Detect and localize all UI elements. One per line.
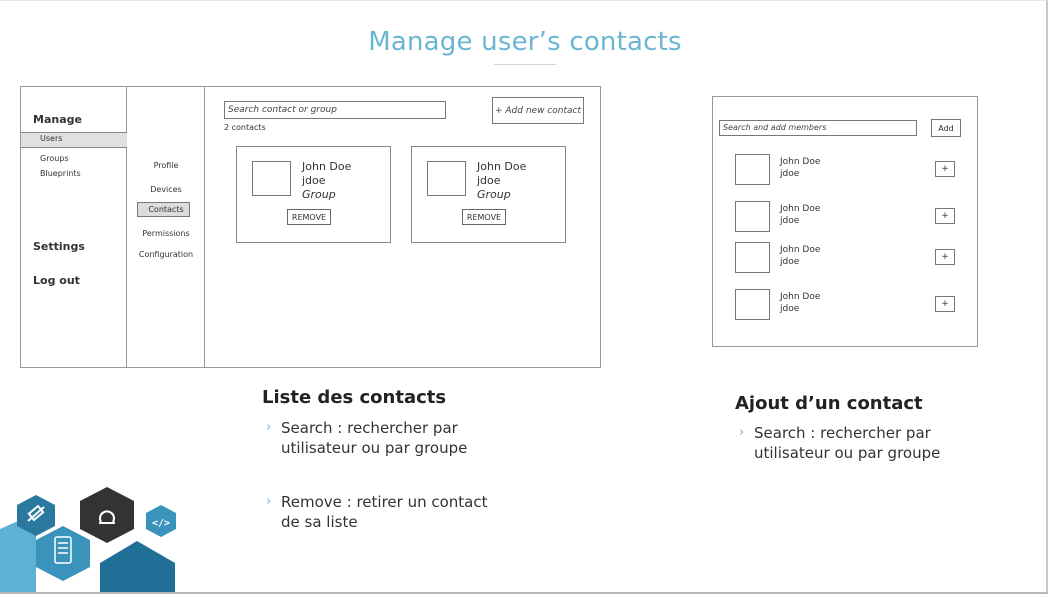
hex-code <box>146 505 176 537</box>
contact-username: jdoe <box>302 174 326 187</box>
search-members-input[interactable]: Search and add members <box>719 120 917 136</box>
sub-nav: Profile Devices Contacts Permissions Con… <box>127 87 205 367</box>
loop-icon <box>99 510 115 524</box>
hexagon-decoration: </> <box>0 481 200 592</box>
contact-card: John Doe jdoe Group REMOVE <box>411 146 566 243</box>
add-member-plus-button[interactable]: + <box>935 296 955 312</box>
member-username: jdoe <box>780 257 800 267</box>
add-member-plus-button[interactable]: + <box>935 161 955 177</box>
remove-button[interactable]: REMOVE <box>287 209 331 225</box>
remove-button[interactable]: REMOVE <box>462 209 506 225</box>
contacts-count: 2 contacts <box>224 123 266 132</box>
avatar <box>252 161 291 196</box>
mobile-icon <box>54 536 72 564</box>
contacts-wireframe: Manage Users Groups Blueprints Settings … <box>20 86 601 368</box>
main-nav: Manage Users Groups Blueprints Settings … <box>21 87 127 367</box>
bullet-line: utilisateur ou par groupe <box>281 439 468 457</box>
members-wireframe: Search and add members Add John Doe jdoe… <box>712 96 978 347</box>
contact-username: jdoe <box>477 174 501 187</box>
member-row: John Doe jdoe + <box>713 201 979 235</box>
nav-blueprints[interactable]: Blueprints <box>40 169 81 178</box>
subnav-profile[interactable]: Profile <box>153 161 179 170</box>
subnav-contacts[interactable]: Contacts <box>148 205 184 214</box>
avatar <box>735 289 770 320</box>
bullet-line: Search : rechercher par <box>281 419 458 437</box>
add-member-plus-button[interactable]: + <box>935 249 955 265</box>
add-member-plus-button[interactable]: + <box>935 208 955 224</box>
nav-logout[interactable]: Log out <box>33 274 80 287</box>
nav-settings[interactable]: Settings <box>33 240 85 253</box>
contact-name: John Doe <box>302 160 352 173</box>
subnav-configuration[interactable]: Configuration <box>138 250 194 259</box>
bullet-line: de sa liste <box>281 513 358 531</box>
add-member-button[interactable]: Add <box>931 119 961 137</box>
add-contact-heading: Ajout d’un contact <box>735 393 923 414</box>
contact-name: John Doe <box>477 160 527 173</box>
add-contact-button[interactable]: + Add new contact <box>492 97 584 124</box>
member-name: John Doe <box>780 245 821 255</box>
nav-users-selected[interactable] <box>21 132 127 148</box>
bullet-line: utilisateur ou par groupe <box>754 444 941 462</box>
slide-title: Manage user’s contacts <box>368 27 682 57</box>
contact-card: John Doe jdoe Group REMOVE <box>236 146 391 243</box>
member-username: jdoe <box>780 304 800 314</box>
nav-groups[interactable]: Groups <box>40 154 69 163</box>
hex-large-dark-blue <box>100 541 175 592</box>
member-username: jdoe <box>780 169 800 179</box>
bullet-line: Search : rechercher par <box>754 424 931 442</box>
nav-users[interactable]: Users <box>40 134 63 143</box>
hex-light-blue-left <box>0 521 36 592</box>
bullet-remove: › Remove : retirer un contact de sa list… <box>266 492 488 532</box>
subnav-devices[interactable]: Devices <box>150 185 182 194</box>
title-underline <box>494 64 556 65</box>
satellite-icon <box>27 504 45 522</box>
member-row: John Doe jdoe + <box>713 154 979 188</box>
bullet-mark: › <box>739 425 745 440</box>
hex-loop <box>80 487 134 543</box>
contact-group: Group <box>477 188 511 201</box>
bullet-mark: › <box>266 420 272 435</box>
member-row: John Doe jdoe + <box>713 242 979 276</box>
avatar <box>427 161 466 196</box>
code-icon: </> <box>152 518 170 529</box>
bullet-search: › Search : rechercher par utilisateur ou… <box>266 418 468 458</box>
member-name: John Doe <box>780 204 821 214</box>
member-username: jdoe <box>780 216 800 226</box>
subnav-contacts-selected[interactable] <box>137 202 190 217</box>
subnav-permissions[interactable]: Permissions <box>142 229 190 238</box>
nav-manage[interactable]: Manage <box>33 113 82 126</box>
contacts-list-heading: Liste des contacts <box>262 387 447 408</box>
bullet-mark: › <box>266 494 272 509</box>
member-name: John Doe <box>780 157 821 167</box>
member-name: John Doe <box>780 292 821 302</box>
member-row: John Doe jdoe + <box>713 289 979 323</box>
avatar <box>735 154 770 185</box>
avatar <box>735 242 770 273</box>
avatar <box>735 201 770 232</box>
search-contact-input[interactable]: Search contact or group <box>224 101 446 119</box>
bullet-line: Remove : retirer un contact <box>281 493 488 511</box>
hex-satellite <box>17 495 55 536</box>
contact-group: Group <box>302 188 336 201</box>
bullet-search-right: › Search : rechercher par utilisateur ou… <box>739 423 941 463</box>
